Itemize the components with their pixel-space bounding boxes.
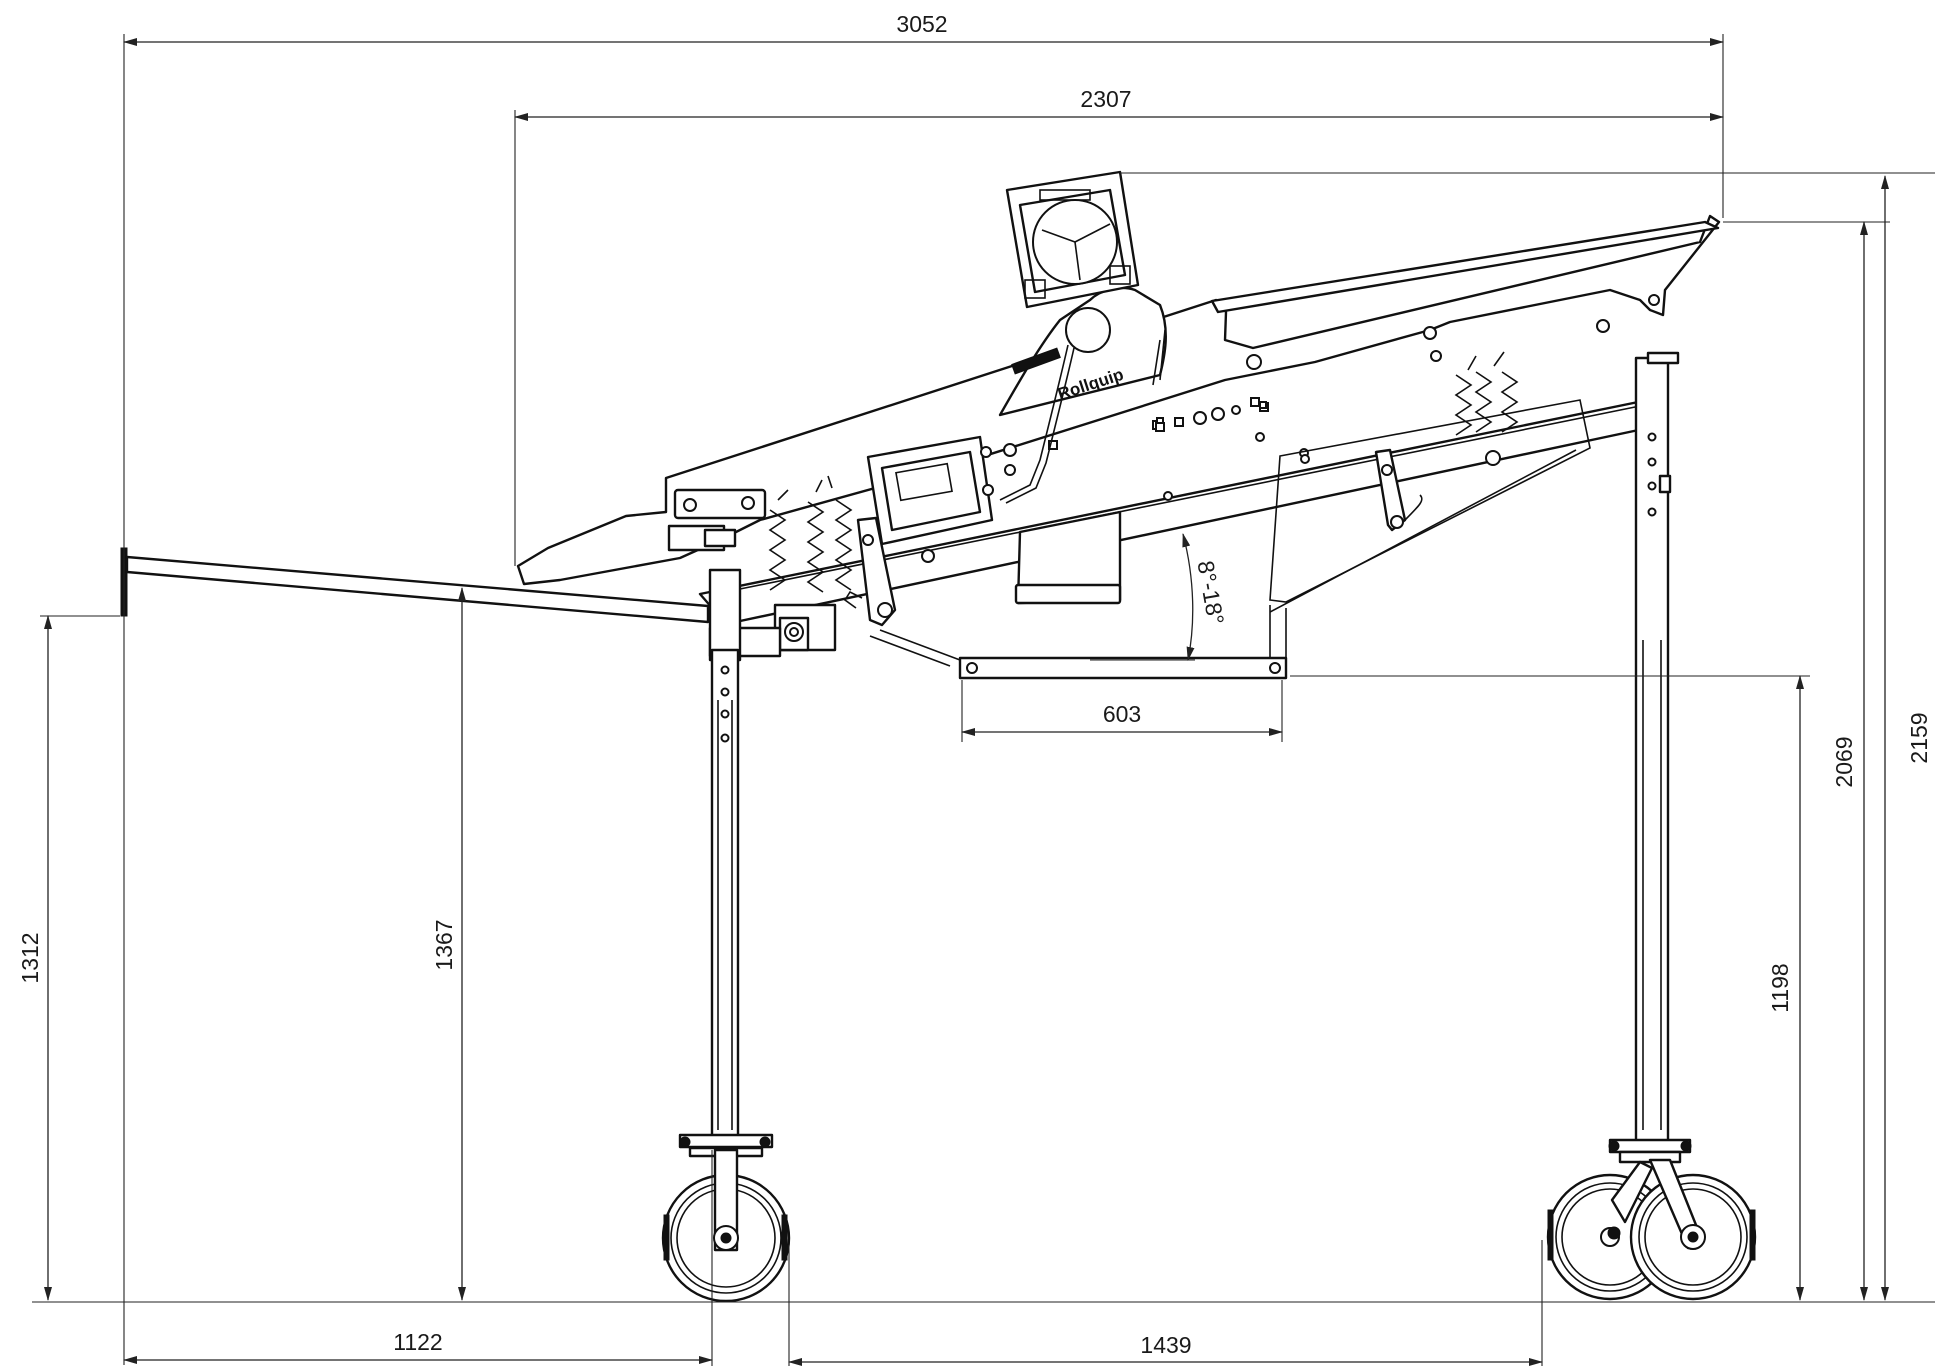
discharge-chute [869,399,1591,680]
dim-height-feed-front: 1312 [17,932,43,983]
rear-springs [1454,351,1519,436]
front-springs [768,475,853,593]
front-leg [678,568,774,1158]
dim-height-feed-mid: 1367 [431,919,457,970]
dim-height-screen-end: 2069 [1831,736,1857,787]
dimension-lines [32,34,1935,1366]
dim-discharge-width: 603 [1103,701,1141,727]
front-hook-bracket [843,516,897,627]
rear-wheel-front [1607,1158,1757,1301]
dim-screen-length: 2307 [1080,86,1131,112]
dim-tilt-angle: 8°-18° [1192,559,1229,627]
motor-box [1005,170,1140,309]
rear-leg [1608,351,1692,1164]
rear-hook-bracket [1374,448,1423,532]
screen-deck [516,214,1721,586]
dim-wheelbase: 1439 [1140,1332,1191,1358]
dim-height-discharge: 1198 [1767,963,1793,1012]
dim-height-top: 2159 [1906,712,1932,763]
front-wheel [661,1148,791,1303]
dim-overall-length: 3052 [896,11,947,37]
control-box [866,435,1017,546]
dim-front-offset: 1122 [393,1329,442,1355]
machine: Rollquip [120,170,1757,1303]
